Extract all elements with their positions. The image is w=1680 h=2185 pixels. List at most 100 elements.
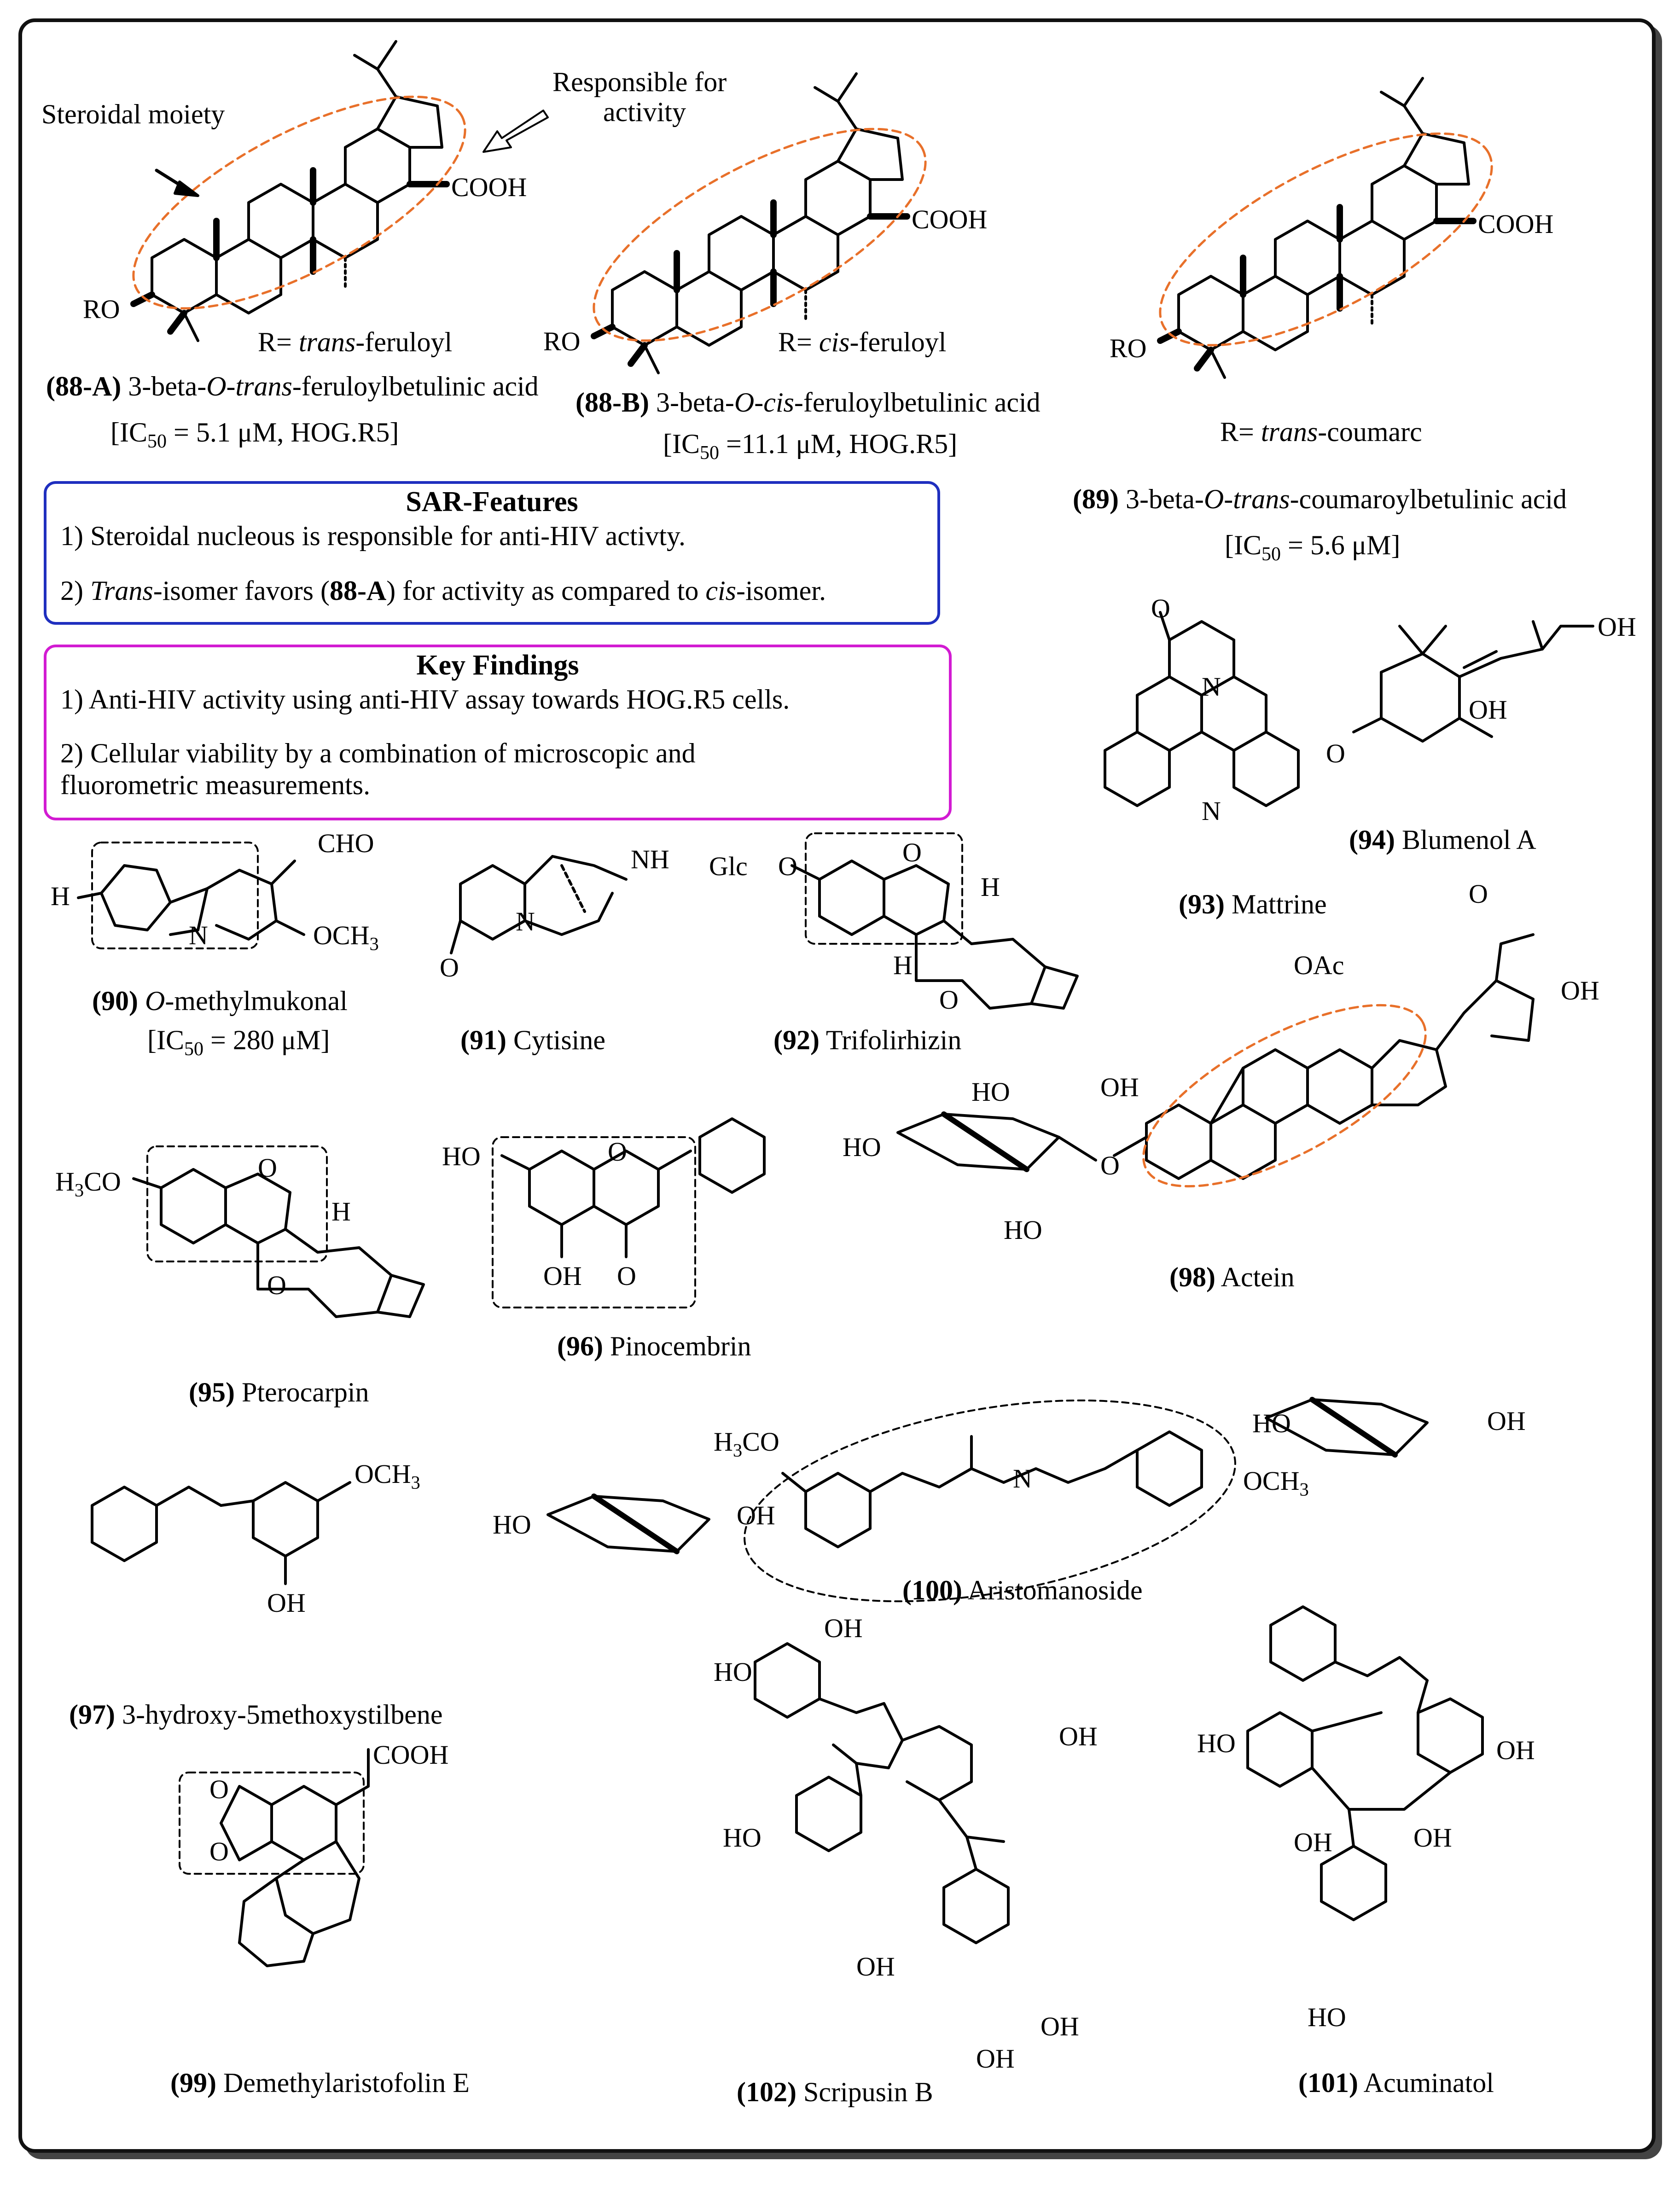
atom-o-99a: O xyxy=(209,1774,229,1804)
atom-ho-101b: HO xyxy=(1308,2002,1346,2032)
sar-title: SAR-Features xyxy=(406,486,578,517)
atom-n-91: N xyxy=(516,907,535,936)
atom-o-92c: O xyxy=(939,985,959,1015)
atom-o-98a: O xyxy=(1469,879,1488,909)
structure-90 xyxy=(77,842,305,949)
caption-101: (101) Acuminatol xyxy=(1298,2068,1494,2098)
atom-oh-100a: OH xyxy=(737,1500,775,1530)
structure-100 xyxy=(546,1397,1429,1603)
atom-ro-89: RO xyxy=(1110,333,1147,363)
atom-o-98b: O xyxy=(1100,1151,1120,1180)
atom-o-91: O xyxy=(440,953,459,982)
sar-features-box: SAR-Features 1) Steroidal nucleous is re… xyxy=(44,481,940,625)
r-group-88b: R= cis-feruloyl xyxy=(778,327,947,357)
atom-o-96b: O xyxy=(617,1261,636,1291)
ic50-88a: [IC50 = 5.1 μM, HOG.R5] xyxy=(110,417,399,452)
atom-oh-102c: OH xyxy=(856,1952,895,1982)
caption-90: (90) O-methylmukonal xyxy=(92,986,348,1016)
caption-100: (100) Aristomanoside xyxy=(902,1575,1143,1605)
atom-o-95b: O xyxy=(267,1270,286,1300)
atom-o-92b: O xyxy=(902,837,922,867)
responsible-label-2: activity xyxy=(603,97,686,127)
atom-h-92b: H xyxy=(893,950,913,980)
atom-ho-100a: HO xyxy=(493,1510,531,1540)
atom-ho-102b: HO xyxy=(723,1823,762,1853)
atom-cooh-99: COOH xyxy=(373,1740,449,1770)
atom-cooh-89: COOH xyxy=(1478,209,1554,239)
r-group-88a: R= trans-feruloyl xyxy=(258,327,453,357)
key-line-2b: fluorometric measurements. xyxy=(60,770,371,800)
caption-96: (96) Pinocembrin xyxy=(557,1331,751,1361)
caption-88b: (88-B) 3-beta-O-cis-feruloylbetulinic ac… xyxy=(576,387,1041,418)
atom-ro-88b: RO xyxy=(543,326,581,356)
atom-cho-90: CHO xyxy=(318,828,374,858)
atom-oh-96: OH xyxy=(543,1261,582,1291)
structure-93 xyxy=(1104,611,1300,807)
caption-92: (92) Trifolirhizin xyxy=(773,1025,962,1055)
caption-102: (102) Scripusin B xyxy=(737,2077,933,2107)
structure-97 xyxy=(91,1481,351,1585)
atom-oac-98: OAc xyxy=(1294,950,1344,980)
atom-o-99b: O xyxy=(209,1836,229,1866)
atom-glc-92: Glc xyxy=(709,851,748,881)
atom-ho-101a: HO xyxy=(1197,1728,1236,1758)
structure-96 xyxy=(492,1117,766,1308)
structure-94 xyxy=(1352,620,1594,743)
sar-line-2: 2) Trans-isomer favors (88-A) for activi… xyxy=(60,575,826,606)
structure-92 xyxy=(791,832,1079,1010)
atom-oh-100b: OH xyxy=(1487,1406,1526,1436)
caption-88a: (88-A) 3-beta-O-trans-feruloylbetulinic … xyxy=(46,371,539,401)
figure-frame xyxy=(18,18,1656,2153)
responsible-label-1: Responsible for xyxy=(552,67,727,97)
caption-93: (93) Mattrine xyxy=(1179,889,1327,919)
structure-99 xyxy=(179,1748,370,1967)
atom-oh-94a: OH xyxy=(1598,612,1636,642)
atom-ho-98c: HO xyxy=(1004,1215,1042,1245)
atom-cooh-88b: COOH xyxy=(912,204,988,234)
atom-h-95: H xyxy=(331,1197,351,1226)
key-title: Key Findings xyxy=(416,650,579,681)
atom-h3co-95: H3CO xyxy=(55,1167,121,1201)
atom-oh-101c: OH xyxy=(1413,1823,1452,1853)
atom-nh-91: NH xyxy=(631,844,669,874)
ic50-88b: [IC50 =11.1 μM, HOG.R5] xyxy=(663,429,958,464)
atom-h-90: H xyxy=(51,881,70,911)
structure-95 xyxy=(132,1145,425,1318)
caption-89: (89) 3-beta-O-trans-coumaroylbetulinic a… xyxy=(1073,484,1567,514)
atom-och3-100: OCH3 xyxy=(1243,1466,1309,1500)
atom-ro-88a: RO xyxy=(83,294,120,324)
atom-o-93: O xyxy=(1151,593,1170,623)
atom-oh-97: OH xyxy=(267,1588,306,1618)
caption-95: (95) Pterocarpin xyxy=(189,1377,369,1407)
key-findings-box: Key Findings 1) Anti-HIV activity using … xyxy=(44,645,952,820)
atom-o-92a: O xyxy=(778,851,797,881)
atom-oh-102d: OH xyxy=(1041,2011,1079,2041)
key-line-2a: 2) Cellular viability by a combination o… xyxy=(60,738,696,768)
atom-n-93b: N xyxy=(1202,796,1221,826)
atom-oh-102e: OH xyxy=(976,2044,1015,2074)
structure-98 xyxy=(896,933,1535,1188)
atom-ho-98b: HO xyxy=(971,1077,1010,1107)
structure-89 xyxy=(1157,77,1493,379)
structure-101 xyxy=(1246,1605,1484,1921)
atom-o-96a: O xyxy=(608,1137,627,1167)
atom-ho-98a: HO xyxy=(843,1132,881,1162)
steroidal-moiety-label: Steroidal moiety xyxy=(41,99,225,129)
atom-ho-100b: HO xyxy=(1252,1408,1291,1438)
atom-oh-102a: OH xyxy=(824,1613,863,1643)
atom-ho-102a: HO xyxy=(714,1657,752,1687)
atom-oh-102b: OH xyxy=(1059,1721,1098,1751)
ic50-90: [IC50 = 280 μM] xyxy=(147,1025,330,1060)
ic50-89: [IC50 = 5.6 μM] xyxy=(1225,530,1401,565)
atom-oh-98b: OH xyxy=(1100,1072,1139,1102)
atom-n-90: N xyxy=(189,920,208,950)
atom-oh-94b: OH xyxy=(1469,695,1507,725)
caption-99: (99) Demethylaristofolin E xyxy=(170,2068,470,2098)
atom-o-94: O xyxy=(1326,738,1345,768)
atom-cooh-88a: COOH xyxy=(451,172,527,202)
atom-oh-98a: OH xyxy=(1561,976,1599,1005)
key-line-1: 1) Anti-HIV activity using anti-HIV assa… xyxy=(60,684,790,715)
sar-line-1: 1) Steroidal nucleous is responsible for… xyxy=(60,521,686,551)
atom-h3co-100: H3CO xyxy=(714,1427,779,1461)
